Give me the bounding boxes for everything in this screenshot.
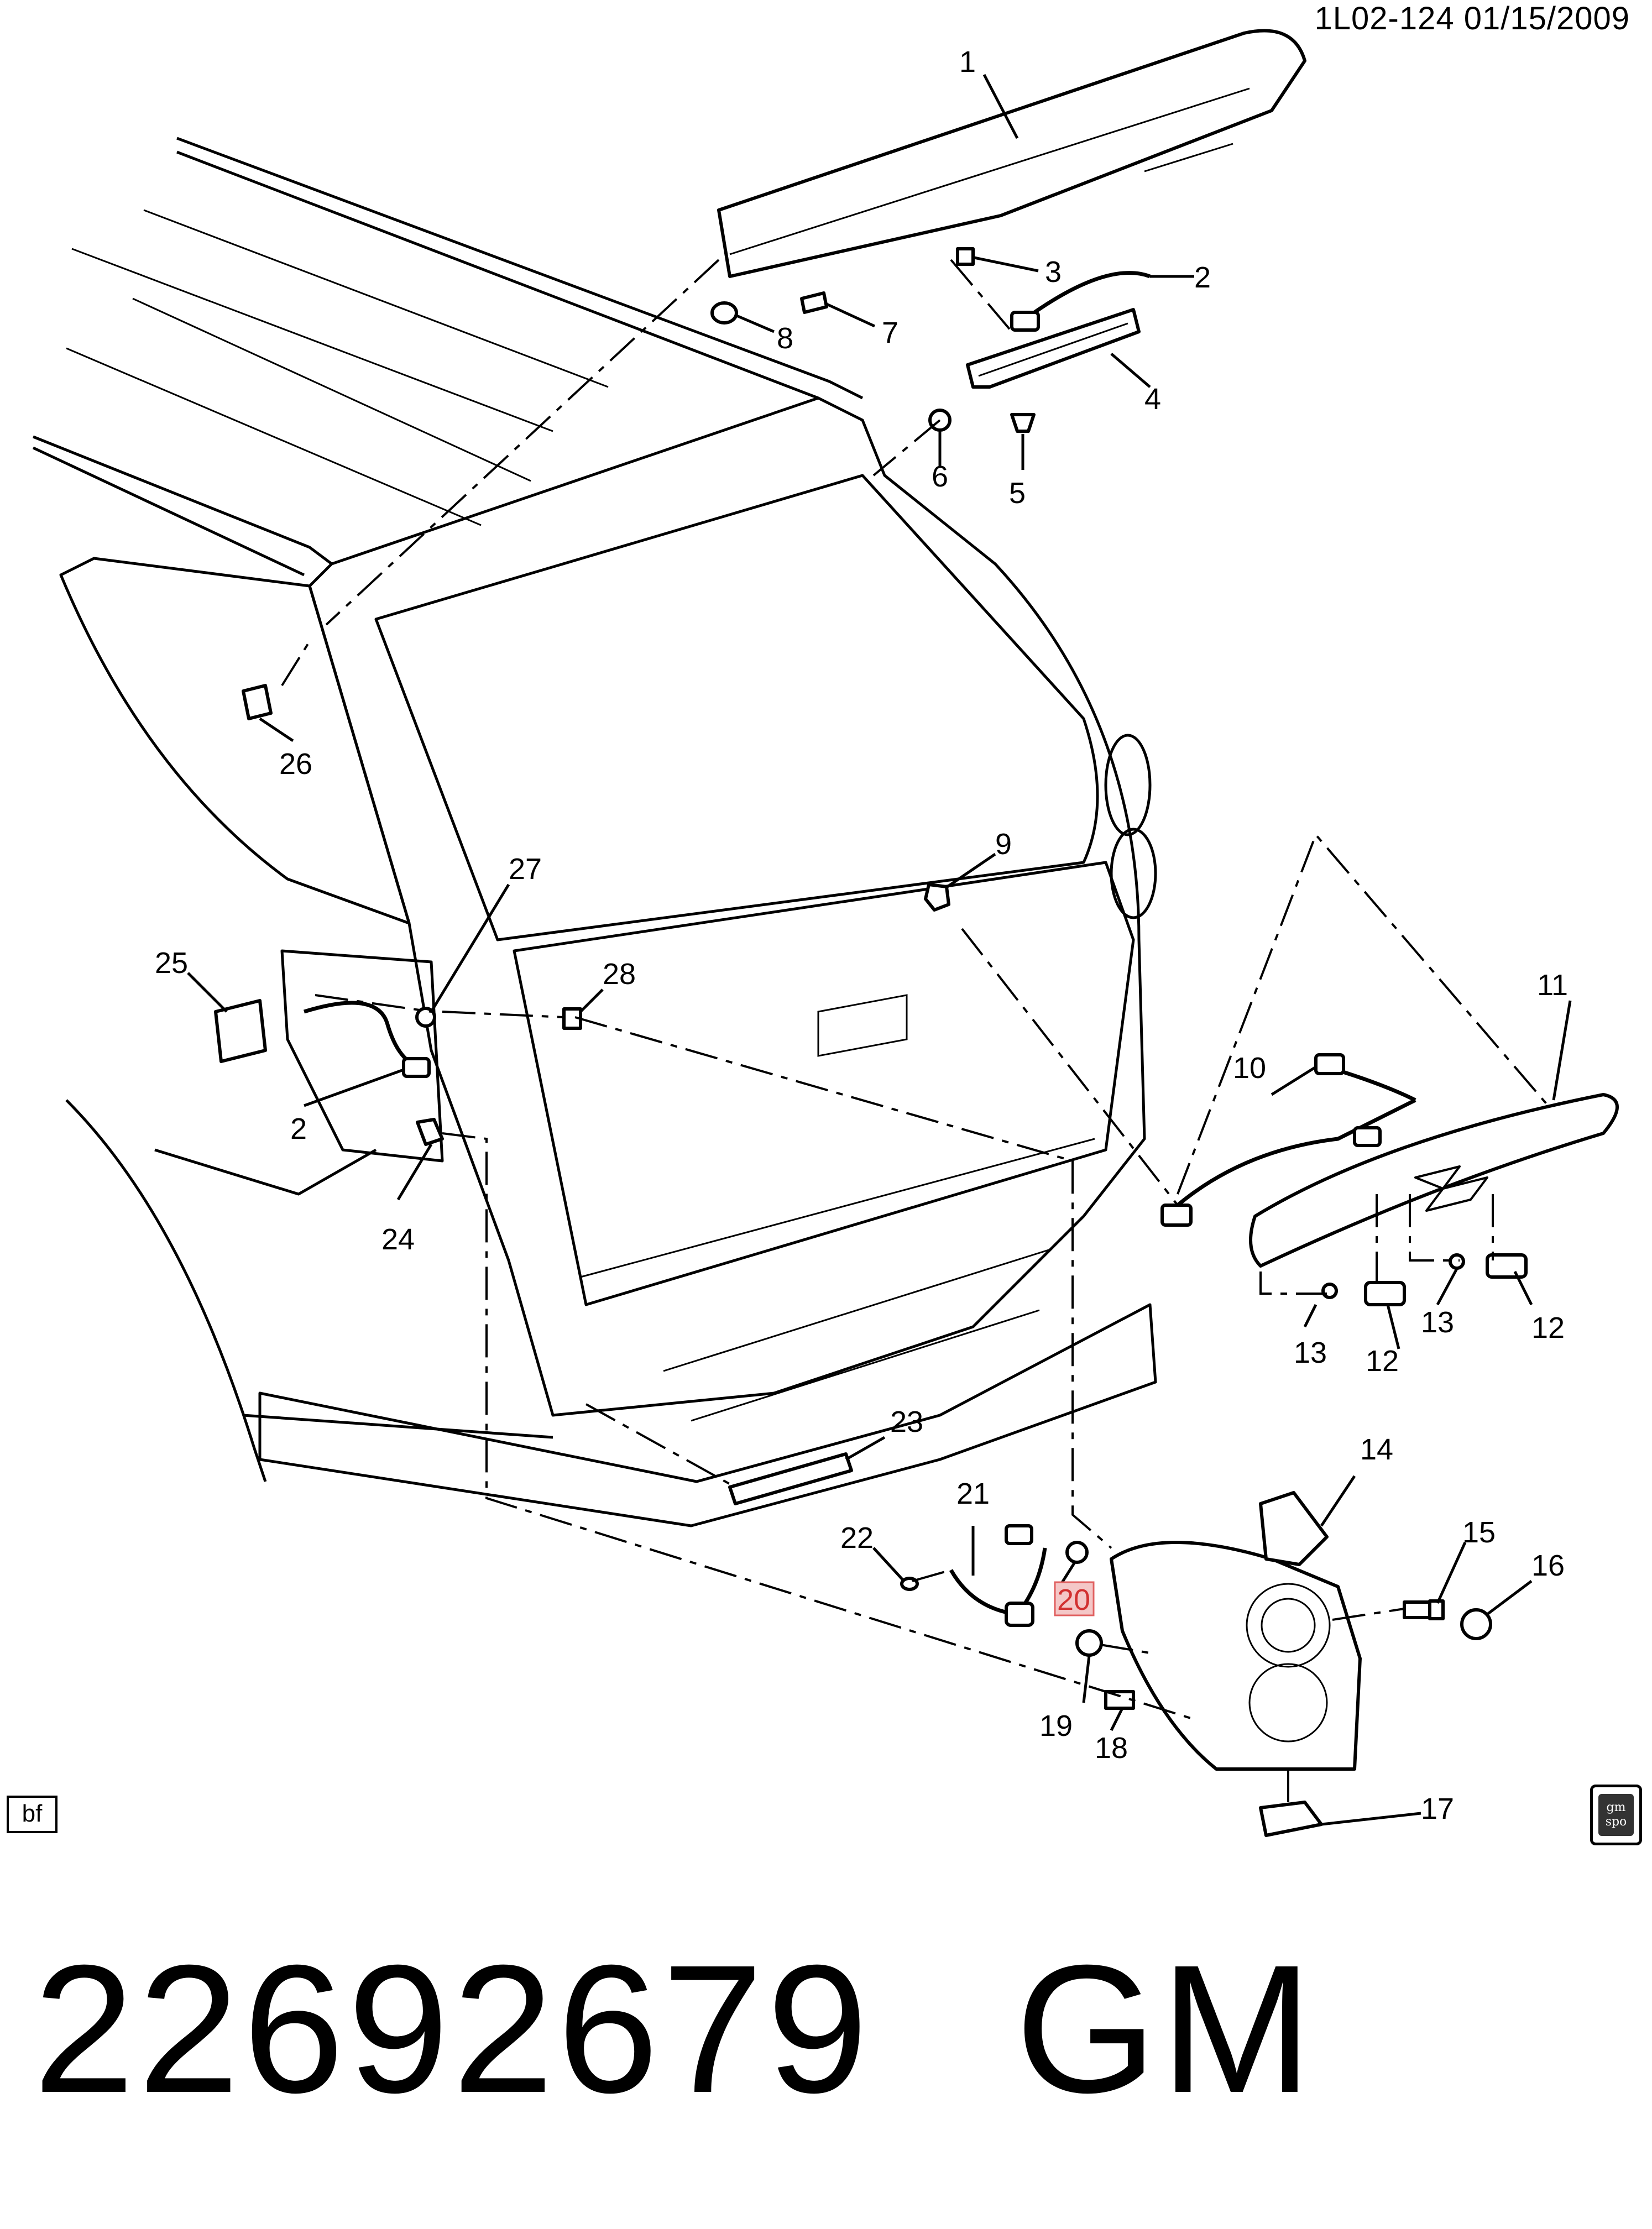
- footer: 22692679 GM: [33, 1924, 1316, 2134]
- callout-18: 18: [1095, 1731, 1128, 1765]
- callout-16: 16: [1531, 1549, 1565, 1582]
- callout-8: 8: [777, 322, 793, 355]
- callout-2-lower: 2: [290, 1112, 307, 1145]
- callout-27: 27: [509, 852, 542, 886]
- callout-4: 4: [1144, 383, 1161, 416]
- part-11-applique[interactable]: [1249, 1093, 1619, 1268]
- part-28-clip[interactable]: [562, 1007, 582, 1030]
- part-27-nut[interactable]: [415, 1007, 436, 1028]
- callout-12-b: 12: [1531, 1311, 1565, 1344]
- part-26-bolt[interactable]: [242, 684, 273, 720]
- callout-labels: 1 2 3 4 5 6 7 8 9 10 11 12 12 13 13 14 1…: [155, 45, 1568, 1825]
- callout-12-a: 12: [1366, 1344, 1399, 1378]
- callout-28: 28: [603, 957, 636, 991]
- callout-7: 7: [882, 316, 898, 349]
- part-14-tail-lamp[interactable]: [1110, 1491, 1362, 1771]
- callout-23: 23: [890, 1405, 923, 1438]
- part-12-lamp-a[interactable]: [1364, 1281, 1406, 1306]
- part-20-bulb[interactable]: [1065, 1541, 1089, 1564]
- part-4-stop-lamp[interactable]: [966, 308, 1141, 389]
- callout-1: 1: [959, 45, 976, 79]
- callout-25: 25: [155, 946, 188, 980]
- diagram-reference: 1L02-124 01/15/2009: [1314, 1, 1630, 36]
- gm-spo-logo-text: gm spo: [1598, 1794, 1634, 1836]
- part-13-bulb-b[interactable]: [1449, 1253, 1465, 1270]
- part-25-plug[interactable]: [214, 999, 267, 1063]
- callout-26: 26: [279, 747, 312, 781]
- leader-lines: [187, 74, 1572, 1826]
- gm-spo-logo: gm spo: [1590, 1785, 1642, 1845]
- part-1-spoiler[interactable]: [717, 29, 1306, 278]
- part-number: 22692679: [33, 1927, 872, 2131]
- callout-20-highlight: [1054, 1581, 1095, 1616]
- part-16-seal[interactable]: [1460, 1608, 1492, 1640]
- vehicle-body: [32, 137, 1157, 1527]
- part-18-screw[interactable]: [1104, 1690, 1135, 1710]
- callout-13-a: 13: [1294, 1336, 1327, 1369]
- callout-20: 20: [1057, 1583, 1090, 1616]
- part-13-bulb-a[interactable]: [1321, 1283, 1338, 1299]
- part-5-bolt[interactable]: [1010, 413, 1036, 433]
- callout-6: 6: [932, 460, 948, 493]
- part-2-harness-upper[interactable]: [1010, 271, 1151, 332]
- callout-11: 11: [1537, 969, 1568, 1002]
- part-21-socket-harness[interactable]: [949, 1524, 1047, 1627]
- callout-17: 17: [1421, 1792, 1454, 1825]
- part-3-clip[interactable]: [956, 247, 975, 266]
- brand-name: GM: [1015, 1927, 1316, 2131]
- callout-21: 21: [956, 1477, 990, 1510]
- part-17-bracket[interactable]: [1259, 1801, 1323, 1837]
- callout-19: 19: [1039, 1709, 1073, 1743]
- part-9-nut[interactable]: [924, 883, 950, 912]
- part-10-harness[interactable]: [1160, 1053, 1416, 1227]
- callout-22: 22: [840, 1521, 874, 1555]
- callout-5: 5: [1009, 477, 1026, 510]
- part-8-grommet[interactable]: [710, 301, 738, 325]
- part-7-clip[interactable]: [800, 291, 828, 314]
- part-2-harness-lower[interactable]: [303, 1001, 431, 1078]
- callout-15: 15: [1462, 1516, 1496, 1549]
- callout-14: 14: [1360, 1433, 1393, 1466]
- part-24-connector[interactable]: [416, 1118, 444, 1146]
- callout-9: 9: [995, 828, 1012, 861]
- part-19-bulb[interactable]: [1075, 1629, 1103, 1657]
- callout-10: 10: [1233, 1051, 1266, 1085]
- part-23-reflector[interactable]: [728, 1452, 853, 1505]
- callout-13-b: 13: [1421, 1306, 1454, 1339]
- callout-24: 24: [381, 1223, 415, 1256]
- location-lines: [281, 259, 1549, 1808]
- part-15-bolt[interactable]: [1403, 1599, 1445, 1620]
- callout-3: 3: [1045, 255, 1062, 289]
- bf-badge: bf: [7, 1796, 57, 1833]
- callout-2-upper: 2: [1194, 261, 1211, 294]
